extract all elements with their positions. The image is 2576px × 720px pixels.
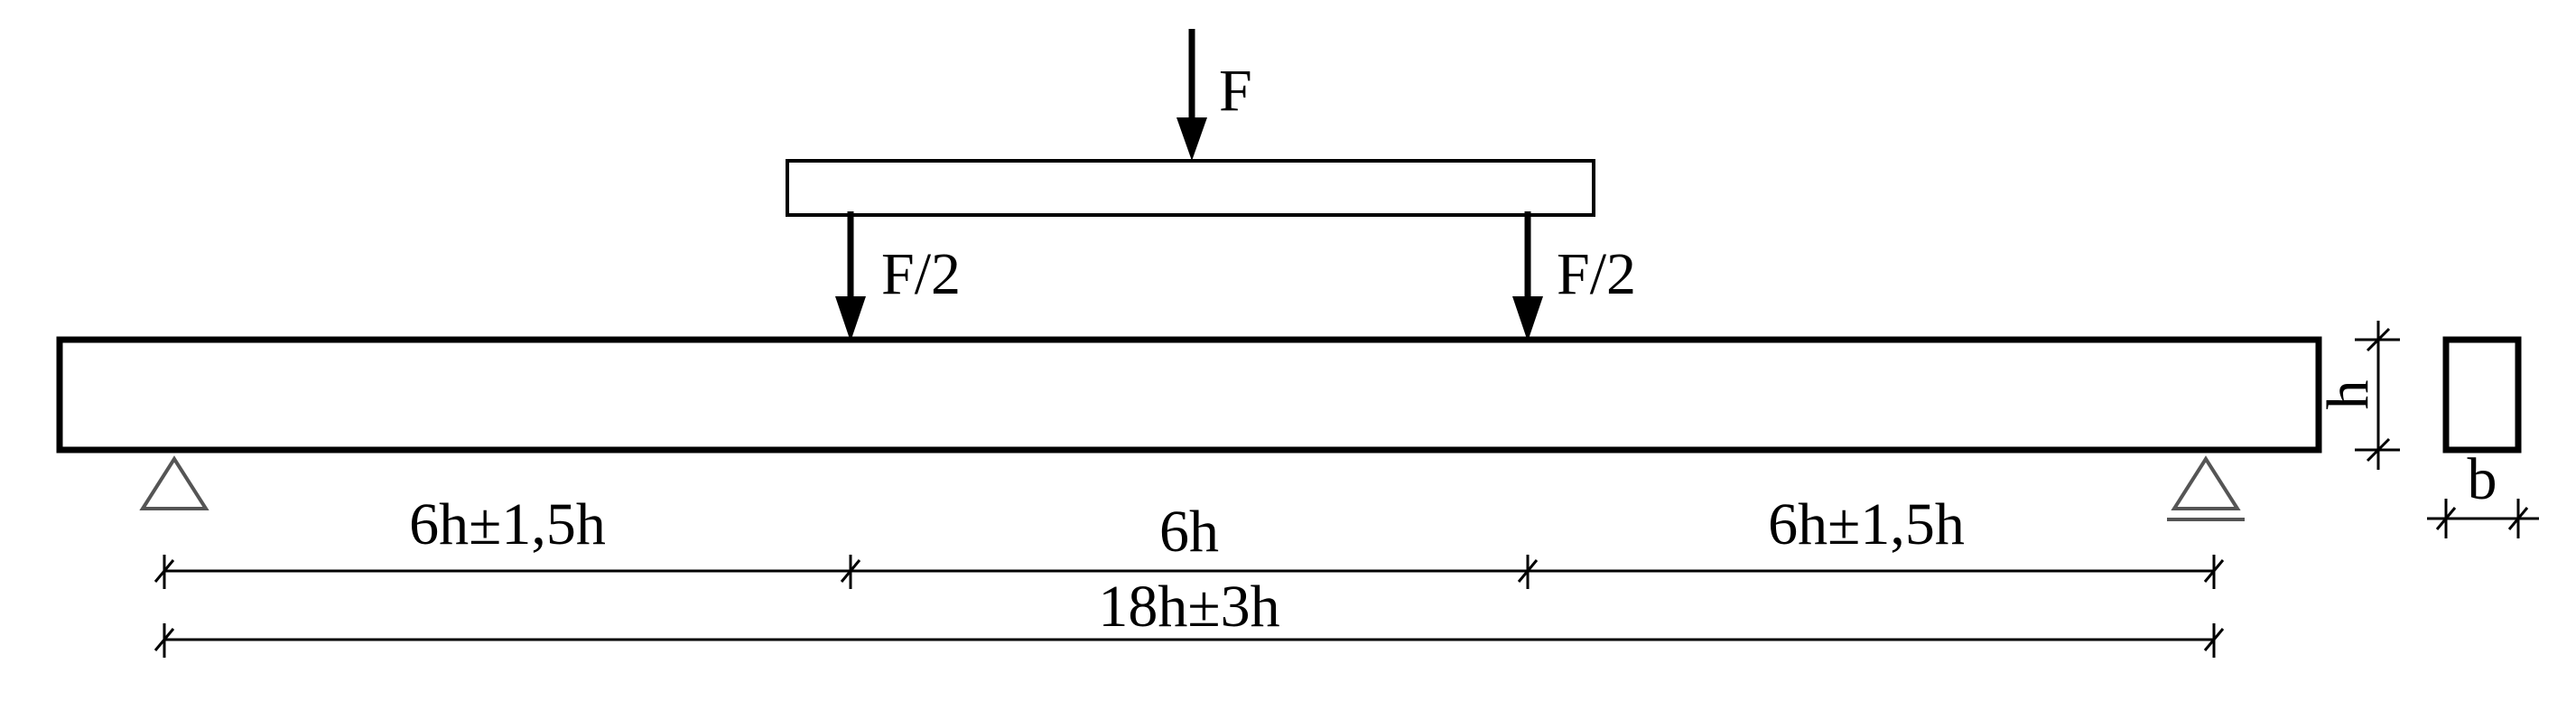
cross-section [2442, 336, 2522, 454]
dim-total-span: 18h±3h [1098, 574, 1279, 640]
dim-width: b [2468, 446, 2497, 512]
label-f-half-left: F/2 [881, 241, 961, 307]
height-dimension-line [2355, 321, 2400, 470]
load-arrow-right [1512, 211, 1543, 341]
span-dimension-line [153, 555, 2225, 589]
dim-left-span: 6h±1,5h [409, 491, 606, 557]
support-right [2167, 455, 2245, 521]
label-f-half-right: F/2 [1557, 241, 1636, 307]
dim-height: h [2315, 380, 2381, 410]
width-dimension-line [2427, 499, 2539, 538]
support-left [139, 455, 209, 510]
total-dimension-line [153, 623, 2225, 658]
dim-middle-span: 6h [1159, 499, 1219, 565]
dim-right-span: 6h±1,5h [1768, 491, 1965, 557]
main-beam [56, 336, 2322, 454]
load-arrow-f [1176, 29, 1207, 161]
load-arrow-left [835, 211, 866, 341]
label-f: F [1219, 58, 1252, 124]
spreader-beam [786, 159, 1595, 217]
